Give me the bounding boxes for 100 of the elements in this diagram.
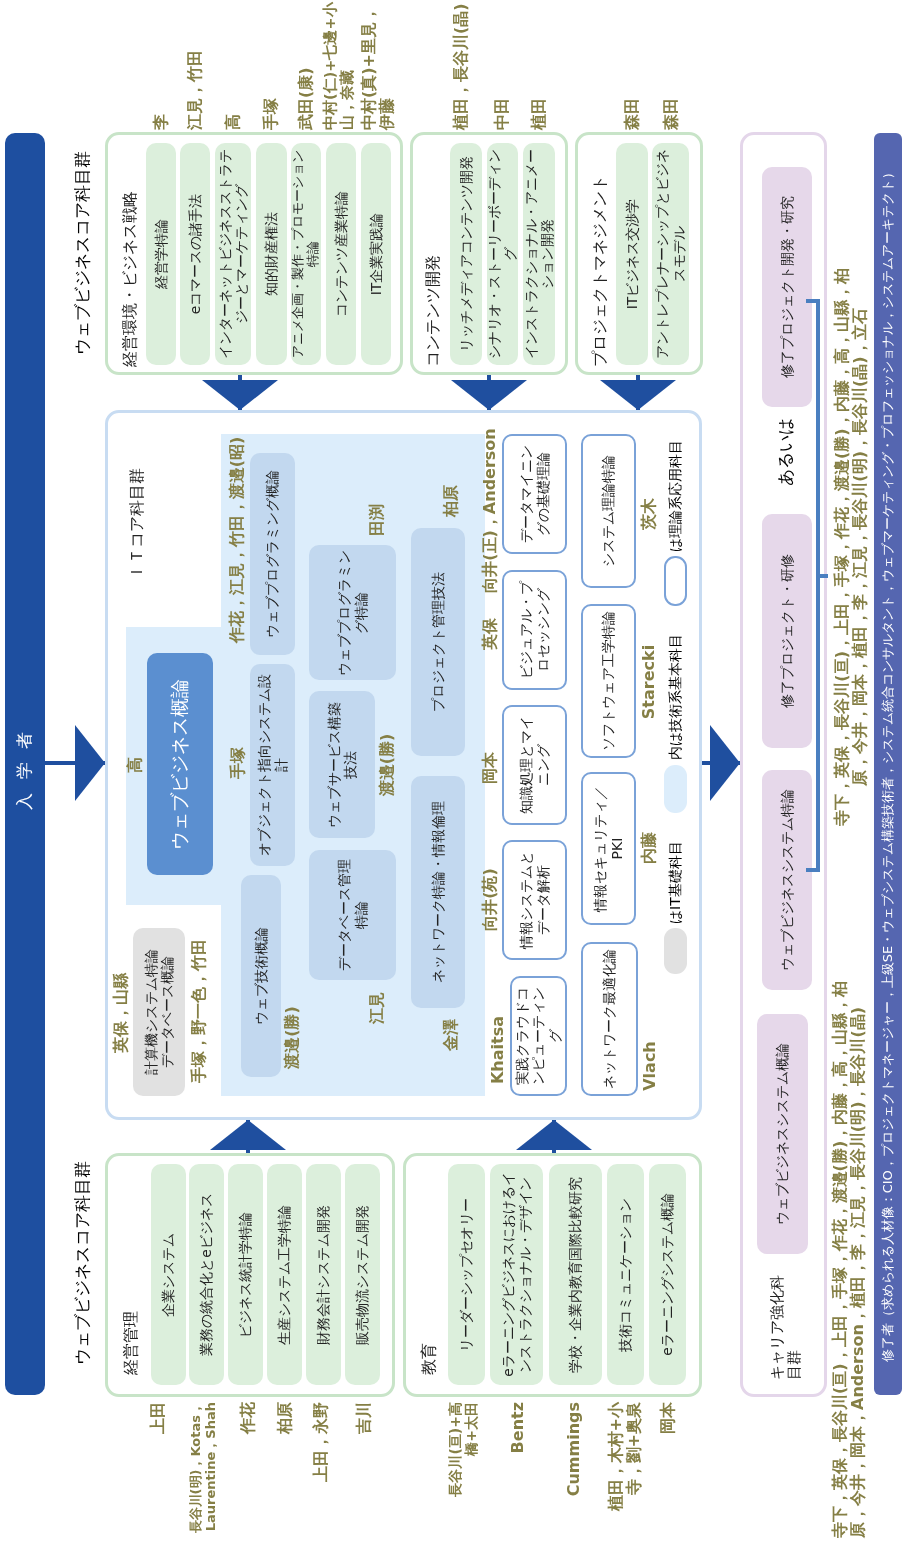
group-heading: コンテンツ開発 [423,255,443,367]
note-text: あるいは [776,417,796,486]
course-card: 技術コミュニケーション [607,1164,644,1385]
instructor-names: 武田(康) [296,67,316,130]
arrow [451,375,527,410]
instructor-names: 手塚，野一色，竹田 [189,939,209,1083]
instructor-names: Starecki [640,644,659,720]
instructor-names: 植田 [529,98,549,130]
instructor-names: 作花，江見，竹田，渡邉(昭) [227,436,247,644]
arrow [516,1120,592,1153]
course-card: プロジェクト管理技法 [411,528,465,756]
course-card: データベース管理特論 [309,850,396,980]
group-heading: 教育 [419,1343,439,1375]
instructor-names: Khaitsa [489,1016,508,1085]
instructor-names: Bentz [508,1402,528,1454]
instructor-names: 高 [125,757,145,773]
course-card: 修了プロジェクト・研修 [762,514,812,748]
instructor-names: 手塚 [262,98,281,130]
course-card: 情報システムとデータ解析 [502,840,567,960]
instructor-names: 中村(仁)+七邊+小山，奈藏 [322,2,356,130]
course-card: 財務会計システム開発 [306,1164,341,1385]
group-heading: プロジェクトマネジメント [590,175,610,367]
course-card: 企業システム [151,1164,186,1385]
instructor-names: 金澤 [441,1019,461,1051]
instructor-names: 向井(正)，Anderson [480,428,500,593]
course-card: eラーニングビジネスにおけるインストラクショナル・デザイン [490,1164,543,1385]
course-card: 知的財産権法 [256,143,287,365]
instructor-names: 吉川 [354,1402,374,1434]
legend-text: 内は技術系基本科目 [667,634,684,760]
course-group-panel [575,132,703,375]
instructor-names: 渡邉(勝) [378,733,397,797]
group-heading: 経営環境・ビジネス戦略 [120,191,140,367]
instructor-names: 田渕 [367,503,387,536]
course-card: ビジュアル・プロセッシング [502,570,567,690]
course-card: eコマースの諸手法 [180,143,210,365]
course-card: ウェブビジネスシステム概論 [757,1014,808,1254]
arrow [202,375,278,410]
entrant-banner: 入学者 [5,133,45,1395]
course-card: インストラクショナル・アニメーション開発 [523,143,555,365]
instructor-names: Cummings [564,1402,584,1497]
instructor-names: 李 [151,114,171,130]
instructor-names: 江見 [367,992,387,1024]
course-group-panel [105,1153,395,1397]
arrow [45,725,105,801]
course-card: システム理論特論 [581,434,636,588]
course-card: 実践クラウドコンピューティング [510,976,567,1096]
instructor-names: 森田 [661,98,681,130]
instructor-names: 森田 [622,98,642,130]
course-group-panel [410,132,568,375]
course-group-panel [105,410,702,1120]
instructor-names: 渡邉(勝) [283,1006,302,1069]
course-card: オブジェクト指向システム設計 [250,664,295,866]
group-heading: 経営管理 [121,1311,141,1375]
group-heading: ウェブビジネスコア科目群 [72,1160,93,1365]
course-card: ウェブサービス構築技法 [309,691,375,838]
course-title: 計算機システム特論 [142,949,159,1075]
course-card: 業務の統合化とeビジネス [189,1164,224,1385]
course-card: ネットワーク特論・情報倫理 [411,776,465,1008]
legend-text: は理論系応用科目 [667,440,684,552]
instructor-names: 長谷川(亘)+高橋+太田 [446,1402,480,1499]
arrow [210,1120,286,1153]
course-card: 情報セキュリティ／PKI [581,772,636,925]
instructor-names: 植田，長谷川(晶) [451,3,471,130]
instructor-names: 寺下，英保，長谷川(亘)，上田，手塚，作花，渡邉(勝)，内藤，高，山縣，柏原，今井，岡本，Anderson，植田，李，江見，長谷川(明)，長谷川(晶) [830,979,868,1538]
instructor-names: 手塚 [228,746,248,779]
course-card: アニメ企画・製作・プロモーション特論 [291,143,321,365]
instructor-names: 作花 [238,1402,258,1434]
course-card: リッチメディアコンテンツ開発 [450,143,482,365]
course-card: リーダーシップセオリー [448,1164,485,1385]
course-card: データマイニングの基礎理論 [502,434,567,554]
group-heading: ウェブビジネスコア科目群 [72,150,93,355]
course-card-background [133,928,185,1096]
course-card: 学校・企業内教育国際比較研究 [549,1164,602,1385]
group-heading: キャリア強化科目群 [768,1274,804,1380]
instructor-names: 英保，山縣 [111,972,131,1053]
course-card: 知識処理とマイニング [502,705,567,825]
course-card: ウェブプログラミング概論 [250,453,295,655]
course-card: シナリオ・ストーリーボーディング [487,143,518,365]
instructor-names: 柏原 [441,485,461,517]
arrow [702,725,740,801]
course-card: ウェブビジネス概論 [147,653,213,875]
instructor-names: 茨木 [640,497,659,530]
course-card: 修了プロジェクト開発・研究 [762,167,812,407]
instructor-names: 岡本 [480,751,500,784]
instructor-names: 上田，永野 [311,1402,331,1482]
course-card: ウェブプログラミング特論 [309,545,396,680]
course-card: 経営学特論 [146,143,176,365]
instructor-names: Vlach [641,1041,660,1091]
instructor-names: 高 [223,114,243,130]
course-card: 販売物流システム開発 [345,1164,380,1385]
instructor-names: 岡本 [658,1402,678,1434]
course-group-panel [105,132,403,375]
course-title: データベース概論 [159,956,176,1068]
instructor-names: 植田，木村+小寺，劉+奥泉 [606,1402,644,1514]
legend-text: はIT基礎科目 [667,841,684,924]
course-card: eラーニングシステム概論 [649,1164,686,1385]
course-card: アントレプレナーシップとビジネスモデル [652,143,689,365]
instructor-names: 内藤 [640,831,659,864]
course-card: ウェブ技術概論 [241,875,281,1077]
instructor-names: 上田 [148,1402,168,1434]
